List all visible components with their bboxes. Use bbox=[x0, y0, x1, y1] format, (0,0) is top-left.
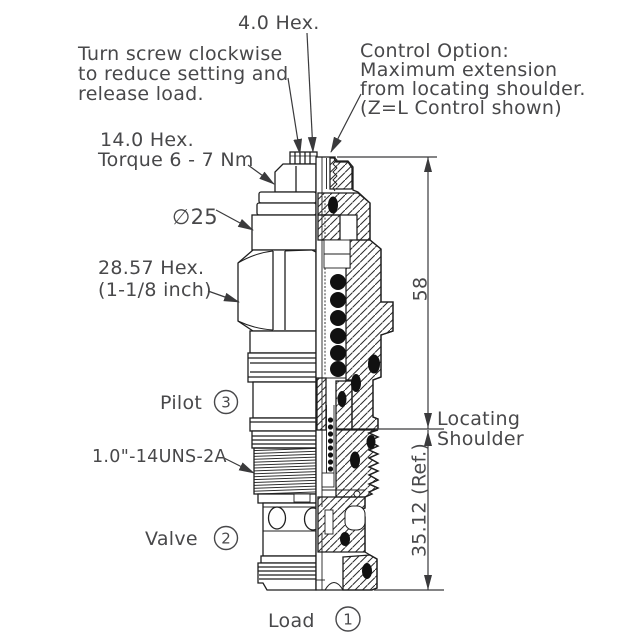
port-pilot: Pilot 3 bbox=[160, 389, 239, 415]
leader-4-0-hex bbox=[306, 32, 317, 153]
port-num-1: 1 bbox=[343, 611, 353, 629]
leader-thread bbox=[223, 457, 255, 474]
valve-section-view bbox=[315, 156, 394, 591]
port-circle-2 bbox=[213, 525, 239, 551]
leader-28-57-hex bbox=[207, 290, 240, 303]
label-1-18-inch: (1-1/8 inch) bbox=[98, 279, 212, 301]
port-load: Load 1 bbox=[268, 606, 361, 632]
label-control-option-1: Control Option: bbox=[360, 40, 509, 62]
label-turn-screw-3: release load. bbox=[78, 83, 204, 105]
label-14-0-hex: 14.0 Hex. bbox=[100, 129, 194, 151]
label-control-option-4: (Z=L Control shown) bbox=[360, 97, 562, 119]
label-torque: Torque 6 - 7 Nm bbox=[97, 149, 254, 171]
label-pilot: Pilot bbox=[160, 392, 202, 414]
label-turn-screw-1: Turn screw clockwise bbox=[77, 43, 283, 65]
label-thread-spec: 1.0"-14UNS-2A bbox=[92, 447, 227, 467]
dim-3512-ref: 35.12 (Ref.) bbox=[409, 443, 431, 557]
leader-dia-25 bbox=[215, 209, 254, 231]
port-valve: Valve 2 bbox=[145, 525, 239, 551]
label-28-57-hex: 28.57 Hex. bbox=[98, 257, 204, 279]
valve-external-view bbox=[237, 151, 323, 591]
label-dia-25: ∅25 bbox=[172, 205, 218, 229]
dim-58: 58 bbox=[410, 277, 432, 302]
label-4-0-hex: 4.0 Hex. bbox=[238, 12, 320, 34]
label-control-option-2: Maximum extension bbox=[360, 59, 557, 81]
dimension-lines bbox=[337, 156, 444, 591]
port-circle-3 bbox=[213, 389, 239, 415]
label-locating: Locating bbox=[437, 408, 520, 430]
label-load: Load bbox=[268, 610, 315, 632]
leader-14-0-hex bbox=[247, 164, 275, 185]
leader-lines bbox=[207, 32, 362, 474]
port-num-2: 2 bbox=[221, 530, 231, 548]
label-turn-screw-2: to reduce setting and bbox=[78, 63, 288, 85]
leader-control-option bbox=[330, 93, 362, 153]
label-valve: Valve bbox=[145, 528, 198, 550]
label-control-option-3: from locating shoulder. bbox=[360, 78, 586, 100]
port-num-3: 3 bbox=[221, 394, 231, 412]
label-shoulder: Shoulder bbox=[437, 428, 524, 450]
port-circle-1 bbox=[335, 606, 361, 632]
main-spring bbox=[330, 274, 346, 377]
o-ring-seals bbox=[328, 196, 380, 579]
pilot-spring bbox=[327, 417, 334, 472]
leader-turn-screw bbox=[287, 77, 303, 155]
